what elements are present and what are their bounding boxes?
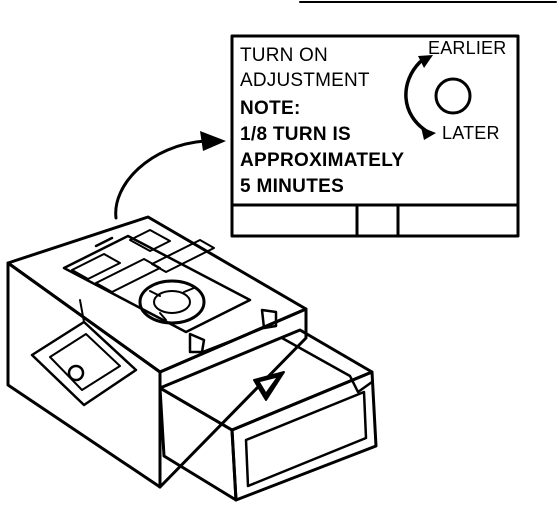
callout-arrow-head xyxy=(200,131,226,151)
unit-dial-center xyxy=(153,290,191,314)
label-note-line1: 1/8 TURN IS xyxy=(240,124,351,145)
dial-tick-1 xyxy=(149,290,161,297)
dial-tick-3 xyxy=(159,312,167,321)
front-clip-left xyxy=(188,332,206,354)
label-note-line2: APPROXIMATELY xyxy=(240,150,405,171)
rotation-arrow-head-bottom xyxy=(421,127,436,140)
clip-rail xyxy=(201,327,265,353)
callout-arrow-icon xyxy=(114,139,207,220)
top-recess-panel xyxy=(62,234,252,334)
rotation-arrow-icon xyxy=(404,60,430,134)
front-clip-right xyxy=(260,308,278,330)
drawer-opening xyxy=(244,390,368,488)
unit-dial-knob xyxy=(138,279,206,325)
label-note-line3: 5 MINUTES xyxy=(240,176,345,197)
label-box-frame xyxy=(230,34,520,238)
dial-tick-2 xyxy=(183,287,195,293)
triangle-marker-inner xyxy=(260,378,276,392)
bracket-edge-line xyxy=(79,299,85,323)
adjustment-dial-icon xyxy=(434,77,472,115)
dial-label-earlier: EARLIER xyxy=(428,38,507,58)
label-note-title: NOTE: xyxy=(240,98,301,119)
top-marking xyxy=(94,236,114,248)
rotation-arrow-head-top xyxy=(418,55,433,68)
slot-3 xyxy=(129,229,171,252)
left-bracket-opening xyxy=(30,320,138,407)
mount-screw-icon xyxy=(67,364,85,382)
slot-1 xyxy=(71,253,121,280)
drawer-side-face xyxy=(158,386,238,502)
label-heading-line2: ADJUSTMENT xyxy=(240,70,370,91)
slot-4 xyxy=(151,239,215,273)
dial-label-later: LATER xyxy=(442,123,500,143)
drawer-lip xyxy=(280,336,374,394)
label-heading-line1: TURN ON xyxy=(240,45,328,66)
